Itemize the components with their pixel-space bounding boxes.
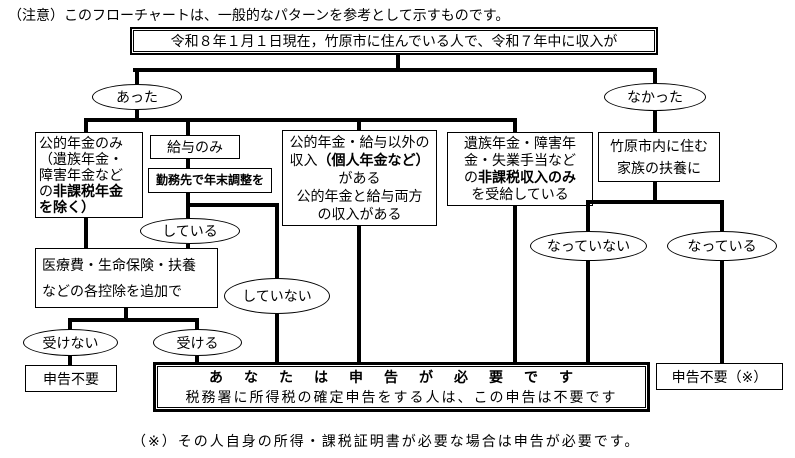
branch-oval-deduct-no: 受けない [23,329,118,356]
box-text-line: （遺族年金・ [39,151,123,167]
flow-box-nontaxable-income: 遺族年金・障害年 金・失業手当など の非課税収入のみ を受給している [447,132,593,206]
connector-line [586,204,590,231]
result-box-no-filing-right: 申告不要（※） [656,363,783,390]
note-top: （注意）このフローチャートは、一般的なパターンを参考として示すものです。 [8,7,510,23]
connector-line [513,122,517,132]
connector-line [68,356,72,365]
box-text-line: を除く） [39,199,95,215]
connector-line [653,182,657,204]
box-text-line: を受給している [471,186,569,202]
filing-required-title: あなたは申告が必要です [209,369,594,385]
box-text-line: 収入（個人年金など） [289,152,430,168]
start-box: 令和８年１月１日現在，竹原市に住んでいる人で、令和７年中に収入が [130,27,658,55]
connector-line [68,322,72,330]
connector-line [186,203,279,207]
box-text-line: の非課税年金 [39,183,123,199]
flow-box-family-dependent: 竹原市内に住む 家族の扶養に [598,132,720,182]
connector-line [186,159,190,168]
connector-line [275,207,279,278]
flow-box-pension-only: 公的年金のみ （遺族年金・ 障害年金など の非課税年金 を除く） [35,132,143,218]
branch-oval-adjusted-no: していない [224,278,330,314]
flow-box-salary-only: 給与のみ [150,135,240,159]
branch-oval-income-none: なかった [604,83,706,111]
connector-line [653,111,657,132]
branch-oval-dependent-yes: なっている [667,231,777,261]
flow-box-year-end-adjustment: 勤務先で年末調整を [148,168,272,193]
branch-oval-deduct-yes: 受ける [153,329,242,356]
connector-line [84,118,517,122]
box-text-line: 障害年金など [39,167,123,183]
branch-oval-income-existed: あった [92,84,182,110]
box-text-line: 公的年金・給与以外の [289,134,430,150]
filing-required-subtext: 税務署に所得税の確定申告をする人は、この申告は不要です [185,389,618,405]
result-box-filing-required: あなたは申告が必要です 税務署に所得税の確定申告をする人は、この申告は不要です [153,362,650,412]
branch-oval-dependent-no: なっていない [530,231,647,261]
start-box-text: 令和８年１月１日現在，竹原市に住んでいる人で、令和７年中に収入が [133,30,655,52]
connector-line [186,122,190,135]
box-text-line: の非課税収入のみ [464,169,576,185]
box-text-line: の収入がある [317,206,402,222]
branch-oval-adjusted-yes: している [140,218,240,244]
connector-line [720,261,724,363]
connector-line [586,261,590,362]
connector-line [396,55,400,70]
connector-line [68,318,199,322]
connector-line [653,72,657,83]
connector-line [720,204,724,231]
box-text-line: 医療費・生命保険・扶養 [42,257,196,273]
connector-line [275,314,279,362]
flow-box-other-income: 公的年金・給与以外の 収入（個人年金など） がある 公的年金と給与両方 の収入が… [282,130,437,226]
connector-line [124,308,128,318]
connector-line [195,322,199,330]
box-text-line: 金・失業手当など [464,152,576,168]
connector-line [135,110,139,118]
connector-line [186,244,190,248]
connector-line [133,68,657,72]
box-text-line: 公的年金のみ [39,135,123,151]
box-text-line: 公的年金と給与両方 [296,188,423,204]
flow-box-add-deductions: 医療費・生命保険・扶養 などの各控除を追加で [35,248,218,308]
note-bottom: （※）その人自身の所得・課税証明書が必要な場合は申告が必要です。 [132,433,641,449]
connector-line [84,122,88,132]
box-text-line: などの各控除を追加で [42,283,182,299]
box-text-line: がある [338,170,381,186]
connector-line [135,72,139,84]
result-box-no-filing-left: 申告不要 [25,365,117,392]
connector-line [513,206,517,362]
connector-line [586,200,724,204]
connector-line [357,122,361,130]
box-text-line: 家族の扶養に [617,160,701,176]
box-text-line: 竹原市内に住む [610,138,708,154]
box-text-line: 遺族年金・障害年 [464,135,576,151]
connector-line [195,356,199,362]
connector-line [84,218,88,248]
result-box-filing-required-inner: あなたは申告が必要です 税務署に所得税の確定申告をする人は、この申告は不要です [157,366,646,408]
connector-line [357,226,361,362]
